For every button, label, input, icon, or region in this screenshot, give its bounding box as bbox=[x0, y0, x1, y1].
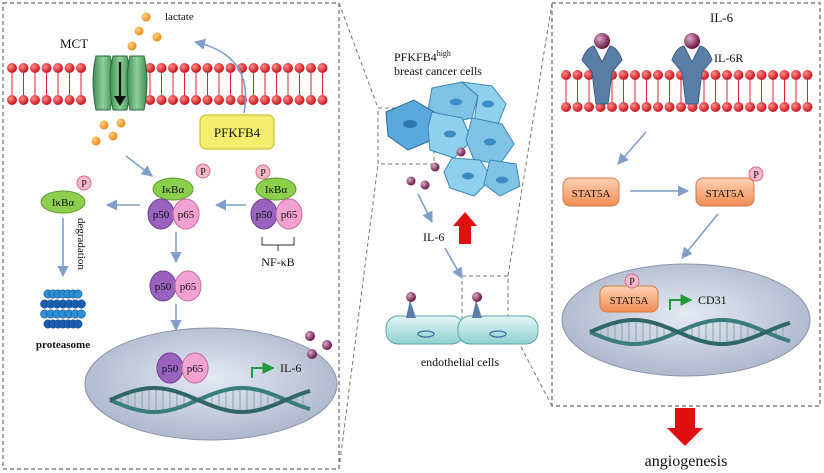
angiogenesis-label: angiogenesis bbox=[645, 453, 728, 470]
receptor-to-stat5a-arrow bbox=[617, 131, 647, 165]
il6-gene-label: IL-6 bbox=[280, 361, 301, 375]
svg-text:IκBα: IκBα bbox=[265, 184, 288, 196]
svg-text:p50: p50 bbox=[162, 363, 179, 375]
svg-text:P: P bbox=[200, 167, 206, 178]
pfkfb4-box bbox=[199, 114, 275, 150]
stat5a-unphosphorylated: STAT5A bbox=[562, 177, 620, 207]
nfkb-label: NF-κB bbox=[261, 255, 294, 269]
cd31-transcription-arrow bbox=[669, 294, 693, 310]
nfkb-complex-right: IκBα P p50 p65 bbox=[250, 164, 303, 230]
lactate-label: lactate bbox=[165, 11, 194, 23]
mct-transporter bbox=[92, 55, 148, 111]
nuclear-stat5a: STAT5A P bbox=[599, 273, 659, 313]
svg-text:p50: p50 bbox=[153, 209, 170, 221]
right-panel-frame bbox=[551, 2, 821, 407]
angiogenesis-arrow bbox=[667, 408, 703, 446]
lactate-to-complex-arrow bbox=[125, 155, 153, 177]
svg-text:p65: p65 bbox=[187, 363, 204, 375]
cells-to-il6-arrow bbox=[417, 193, 433, 224]
il6-receptor-2 bbox=[671, 33, 713, 105]
svg-text:P: P bbox=[753, 170, 759, 181]
right-cell-membrane bbox=[561, 70, 813, 112]
il6r-label: IL-6R bbox=[714, 51, 743, 65]
cd31-label: CD31 bbox=[698, 293, 727, 307]
il6-to-endothelial-arrow bbox=[444, 247, 463, 279]
endothelial-cells bbox=[385, 292, 539, 345]
nfkb-complex-center: IκBα P p50 p65 bbox=[147, 163, 211, 230]
p50-p65-dimer: p50 p65 bbox=[149, 270, 202, 302]
proteasome-icon bbox=[40, 289, 86, 329]
pfkfb4-box-label: PFKFB4 bbox=[214, 125, 261, 140]
ikba-free: IκBα P bbox=[40, 175, 92, 214]
left-dna-helix bbox=[109, 386, 311, 414]
middle-title: PFKFB4high bbox=[394, 49, 451, 64]
lactate-dots-outside bbox=[127, 12, 162, 51]
endothelial-label: endothelial cells bbox=[421, 355, 500, 369]
svg-text:IκBα: IκBα bbox=[52, 197, 75, 209]
nuclear-p50-p65: p50 p65 bbox=[156, 352, 209, 384]
svg-text:p50: p50 bbox=[256, 209, 273, 221]
degradation-label: degradation bbox=[75, 218, 87, 270]
svg-text:STAT5A: STAT5A bbox=[572, 188, 611, 200]
lactate-dots-inside bbox=[91, 118, 126, 146]
svg-text:p65: p65 bbox=[180, 281, 197, 293]
pfkfb4-to-lactate-arrow bbox=[193, 38, 247, 114]
proteasome-label: proteasome bbox=[36, 339, 90, 351]
right-nucleus bbox=[561, 263, 811, 377]
secreted-il6-middle bbox=[406, 147, 466, 190]
svg-text:IκBα: IκBα bbox=[162, 184, 185, 196]
right-dna-helix bbox=[589, 318, 791, 346]
svg-text:p50: p50 bbox=[155, 281, 172, 293]
svg-text:P: P bbox=[260, 168, 266, 179]
left-cell-membrane bbox=[7, 63, 328, 105]
il6-right-label: IL-6 bbox=[710, 10, 734, 25]
svg-text:p65: p65 bbox=[178, 209, 195, 221]
il6-receptor-1 bbox=[581, 33, 623, 105]
svg-text:P: P bbox=[629, 277, 635, 288]
svg-text:STAT5A: STAT5A bbox=[706, 188, 745, 200]
il6-transcription-arrow bbox=[251, 362, 275, 378]
stat5a-translocation-arrow bbox=[681, 213, 719, 259]
left-panel-frame bbox=[2, 2, 340, 470]
svg-text:P: P bbox=[81, 179, 87, 190]
svg-text:STAT5A: STAT5A bbox=[610, 295, 649, 307]
mct-label: MCT bbox=[60, 36, 88, 51]
nfkb-bracket bbox=[261, 237, 295, 251]
increase-arrow bbox=[453, 212, 477, 244]
left-nucleus bbox=[84, 327, 338, 441]
stat5a-phosphorylated: STAT5A P bbox=[695, 166, 764, 207]
il6-middle-label: IL-6 bbox=[423, 230, 444, 244]
secreted-il6-left bbox=[305, 331, 332, 359]
svg-text:p65: p65 bbox=[281, 209, 298, 221]
middle-title-line2: breast cancer cells bbox=[394, 64, 482, 78]
cancer-cell-cluster bbox=[385, 81, 521, 197]
